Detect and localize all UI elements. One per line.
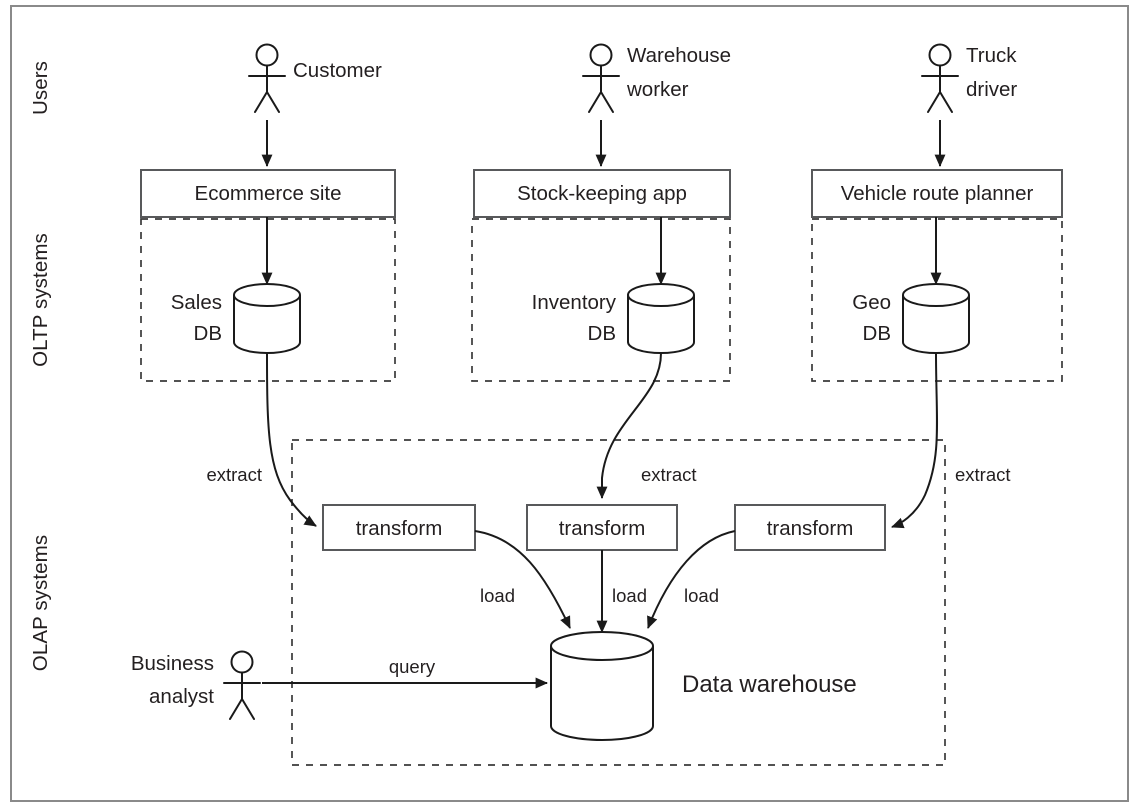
actor-label-business-analyst-line2: analyst [149,685,214,708]
database-geo-db[interactable]: Geo DB [852,283,970,354]
transform-box[interactable] [322,504,476,551]
edge-label-load-1: load [480,585,515,606]
edge-extract-sales [266,352,317,527]
app-vehicle-route-planner[interactable]: Vehicle route planner [811,169,1063,218]
cylinder-body-icon [550,646,654,741]
actor-head-icon [255,43,279,67]
database-inventory-db[interactable]: Inventory DB [532,283,695,354]
app-box[interactable] [473,169,731,218]
lane-label-oltp: OLTP systems [29,233,52,367]
lane-label-olap: OLAP systems [29,535,52,671]
edge-extract-geo [891,352,939,529]
actor-label-business-analyst-line1: Business [131,652,214,675]
actor-customer: Customer [248,43,382,113]
cylinder-top-icon [233,283,301,307]
transform-label-1: transform [356,517,443,540]
actor-head-icon [928,43,952,67]
actor-label-truck-driver-line2: driver [966,78,1017,101]
actor-head-icon [230,650,254,674]
transform-box[interactable] [526,504,678,551]
edge-load-3 [647,530,736,629]
db-label-inventory-line1: Inventory [532,291,617,314]
db-label-geo-line2: DB [863,322,891,345]
actor-truck-driver: Truck driver [921,43,1017,113]
data-warehouse[interactable]: Data warehouse [550,631,857,741]
edge-label-extract-1: extract [206,464,262,485]
db-label-sales-line2: DB [194,322,222,345]
lane-label-users: Users [29,61,52,115]
transform-1[interactable]: transform [322,504,476,551]
oltp-group-inventory [471,218,731,382]
db-label-geo-line1: Geo [852,291,891,314]
actor-label-customer: Customer [293,59,382,82]
cylinder-top-icon [902,283,970,307]
actor-body-icon [248,65,286,113]
actor-warehouse-worker: Warehouse worker [582,43,731,113]
db-label-sales-line1: Sales [171,291,222,314]
olap-group [291,439,946,766]
edge-label-extract-3: extract [955,464,1011,485]
actor-body-icon [921,65,959,113]
data-warehouse-label: Data warehouse [682,671,857,698]
app-stock-keeping-app[interactable]: Stock-keeping app [473,169,731,218]
edge-label-load-3: load [684,585,719,606]
transform-label-2: transform [559,517,646,540]
app-label-ecommerce-site: Ecommerce site [195,182,342,205]
transform-3[interactable]: transform [734,504,886,551]
app-label-vehicle-route-planner: Vehicle route planner [841,182,1034,205]
actor-head-icon [589,43,613,67]
transform-2[interactable]: transform [526,504,678,551]
transform-label-3: transform [767,517,854,540]
cylinder-top-icon [627,283,695,307]
app-ecommerce-site[interactable]: Ecommerce site [140,169,396,218]
transform-box[interactable] [734,504,886,551]
edge-extract-inventory [596,352,662,499]
actor-body-icon [223,672,261,720]
actor-business-analyst: Business analyst [131,650,261,720]
edge-label-query: query [389,656,436,677]
edge-load-1 [474,530,571,629]
edge-label-load-2: load [612,585,647,606]
cylinder-top-icon [550,631,654,661]
actor-label-truck-driver-line1: Truck [966,44,1017,67]
actor-body-icon [582,65,620,113]
edge-label-extract-2: extract [641,464,697,485]
actor-label-warehouse-worker-line2: worker [626,78,689,101]
actor-label-warehouse-worker-line1: Warehouse [627,44,731,67]
app-label-stock-keeping-app: Stock-keeping app [517,182,687,205]
db-label-inventory-line2: DB [588,322,616,345]
